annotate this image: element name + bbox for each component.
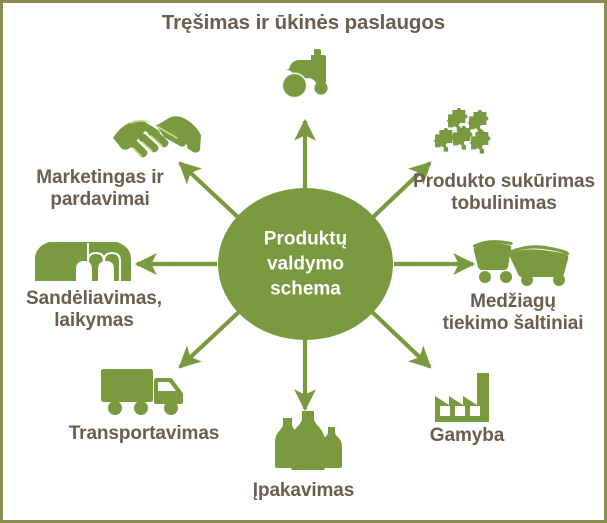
node-label-marketing: Marketingas ir pardavimai: [36, 167, 164, 211]
node-label-warehousing: Sandėliavimas, laikymas: [26, 288, 162, 332]
node-label-fertilizing: Tręšimas ir ūkinės paslaugos: [161, 11, 446, 34]
hauling-carts-icon[interactable]: [473, 239, 569, 287]
delivery-truck-icon[interactable]: [99, 365, 187, 417]
handshake-icon[interactable]: [109, 107, 205, 165]
node-label-product-development: Produkto sukūrimas tobulinimas: [413, 171, 595, 215]
bottles-icon[interactable]: [271, 407, 347, 471]
arrow-up-left: [178, 161, 243, 222]
arrow-layer: [134, 118, 476, 412]
node-label-transportation: Transportavimas: [68, 423, 220, 444]
node-label-packaging: Įpakavimas: [252, 480, 355, 501]
tractor-icon[interactable]: [275, 47, 337, 109]
factory-icon[interactable]: [431, 368, 503, 426]
warehouse-icon[interactable]: [33, 237, 133, 285]
node-label-production: Gamyba: [429, 425, 505, 446]
puzzle-pieces-icon[interactable]: [427, 107, 493, 167]
arrow-down-right: [368, 308, 432, 369]
node-label-material-sources: Medžiagų tiekimo šaltiniai: [442, 291, 584, 335]
arrow-down-left: [178, 308, 243, 369]
arrow-up-right: [368, 161, 432, 222]
